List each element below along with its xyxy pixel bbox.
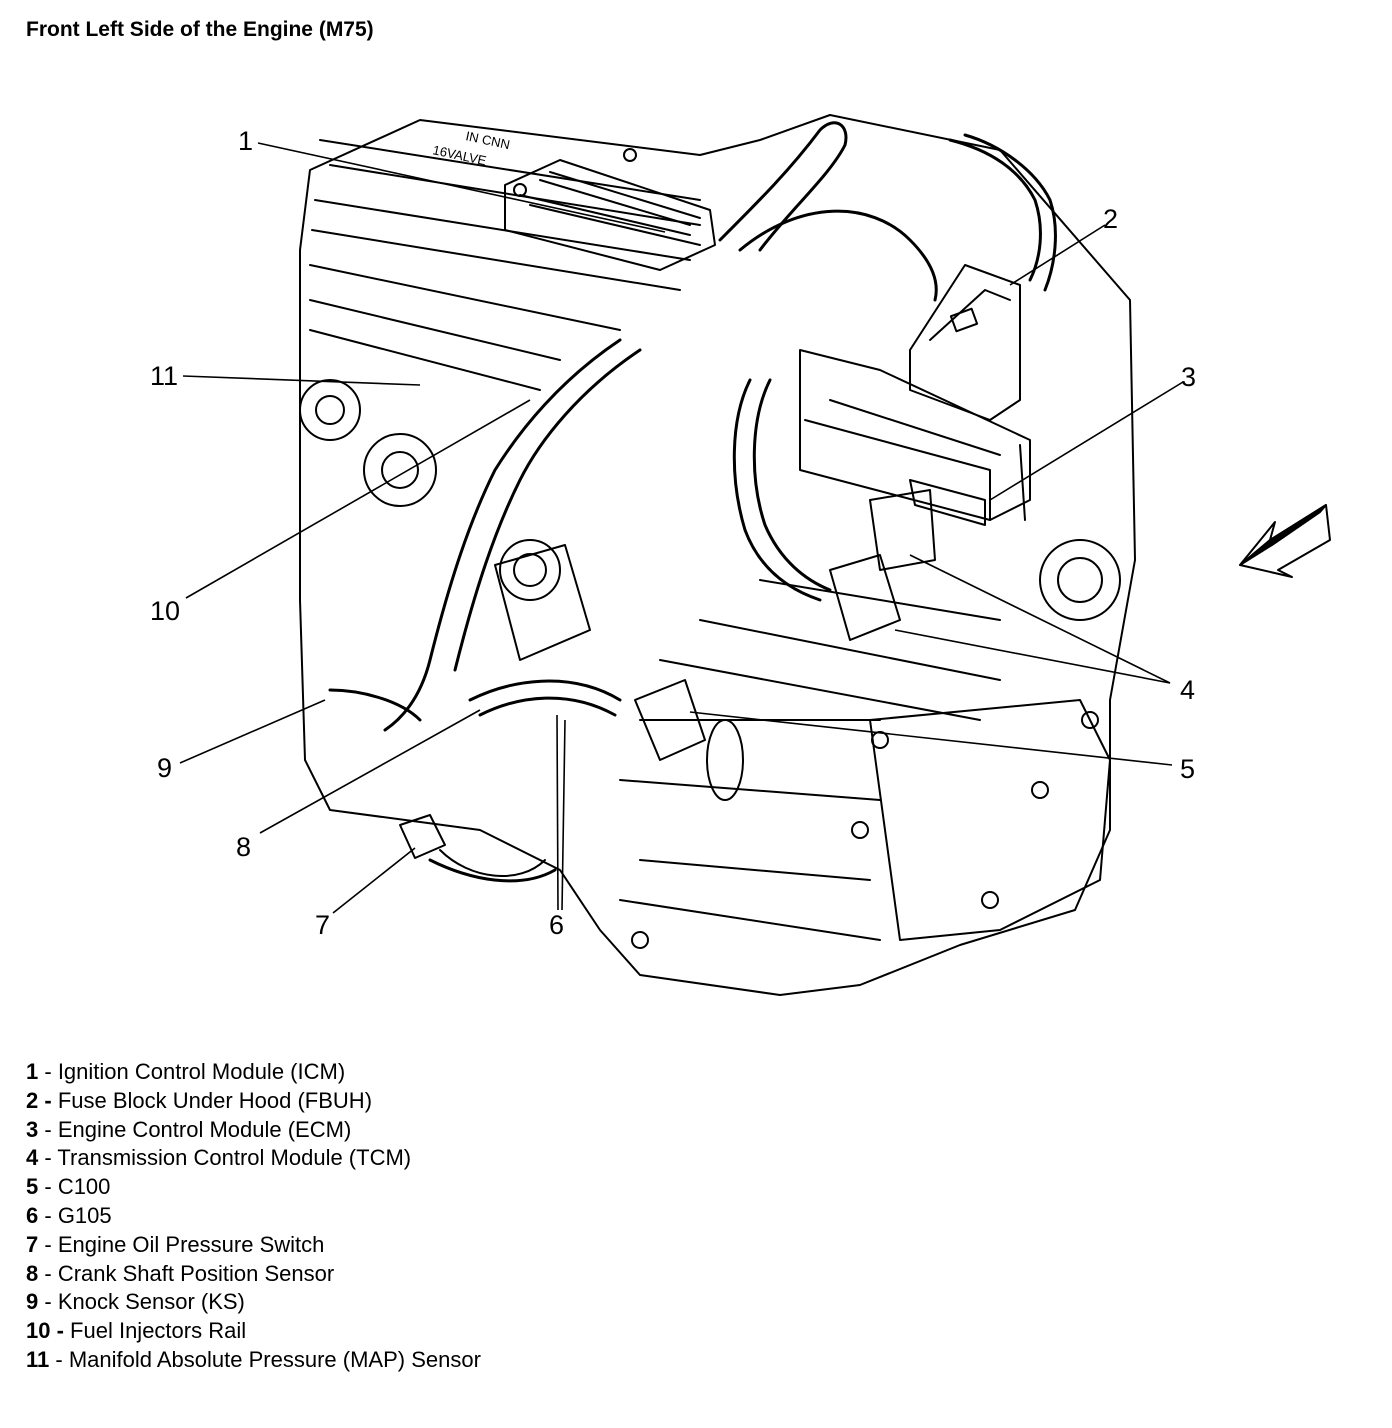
legend-number: 10 - bbox=[26, 1318, 64, 1344]
legend-item: 1 - Ignition Control Module (ICM) bbox=[26, 1058, 481, 1087]
leader-line-9 bbox=[179, 699, 326, 764]
callout-6: 6 bbox=[549, 910, 565, 940]
legend-separator: - bbox=[38, 1231, 58, 1257]
ecm-module-shape bbox=[799, 349, 1031, 521]
leader-line-5 bbox=[689, 711, 1173, 766]
legend-label: Ignition Control Module (ICM) bbox=[57, 1059, 346, 1084]
legend-number: 3 bbox=[26, 1116, 39, 1142]
legend-separator: - bbox=[38, 1059, 58, 1084]
tcm-connector-shape bbox=[829, 554, 901, 641]
engine-illustration: IN CNN 16VALVE bbox=[179, 114, 1331, 996]
leader-line-2 bbox=[1009, 224, 1106, 286]
legend-item: 3 - Engine Control Module (ECM) bbox=[26, 1116, 481, 1145]
legend-separator: - bbox=[49, 1346, 69, 1372]
callout-8: 8 bbox=[236, 832, 252, 862]
legend-label: Engine Control Module (ECM) bbox=[57, 1116, 352, 1142]
legend-number: 6 bbox=[26, 1202, 39, 1228]
legend-separator: - bbox=[38, 1202, 58, 1228]
callout-10: 10 bbox=[150, 596, 181, 626]
legend-label: Crank Shaft Position Sensor bbox=[57, 1260, 335, 1286]
leader-line-4a bbox=[909, 554, 1171, 684]
legend-item: 7 - Engine Oil Pressure Switch bbox=[26, 1231, 481, 1260]
legend-separator: - bbox=[38, 1260, 58, 1286]
legend-item: 9 - Knock Sensor (KS) bbox=[26, 1288, 481, 1317]
callout-3: 3 bbox=[1181, 362, 1197, 392]
leader-line-6a bbox=[556, 714, 559, 911]
wiring-harness bbox=[383, 338, 622, 732]
diagram-title: Front Left Side of the Engine (M75) bbox=[26, 18, 374, 41]
legend-number: 4 bbox=[26, 1145, 39, 1171]
callout-11: 11 bbox=[150, 361, 179, 391]
callout-9: 9 bbox=[157, 753, 173, 783]
legend-number: 7 bbox=[26, 1231, 39, 1257]
legend-item: 4 - Transmission Control Module (TCM) bbox=[26, 1144, 481, 1173]
legend-label: Manifold Absolute Pressure (MAP) Sensor bbox=[68, 1346, 481, 1372]
oil-pressure-switch-shape bbox=[399, 814, 446, 859]
legend-item: 10 - Fuel Injectors Rail bbox=[26, 1317, 481, 1346]
legend-separator: - bbox=[38, 1174, 58, 1200]
legend-label: Fuse Block Under Hood (FBUH) bbox=[57, 1087, 373, 1113]
engine-block-outline bbox=[299, 114, 1136, 996]
c100-connector-shape bbox=[634, 679, 706, 761]
legend-label: Engine Oil Pressure Switch bbox=[57, 1231, 325, 1257]
legend-label: Fuel Injectors Rail bbox=[70, 1318, 247, 1344]
legend-number: 8 bbox=[26, 1260, 39, 1286]
legend-number: 2 - bbox=[26, 1087, 52, 1113]
front-direction-arrow-icon bbox=[1239, 504, 1331, 578]
leader-line-7 bbox=[332, 847, 416, 914]
leader-line-3 bbox=[989, 381, 1184, 501]
leader-line-4b bbox=[894, 629, 1171, 684]
legend-item: 5 - C100 bbox=[26, 1173, 481, 1202]
legend-item: 11 - Manifold Absolute Pressure (MAP) Se… bbox=[26, 1346, 481, 1375]
legend-label: G105 bbox=[57, 1202, 112, 1228]
legend-number: 11 bbox=[26, 1346, 50, 1372]
valve-cover-text-1: IN CNN bbox=[464, 128, 511, 152]
callout-2: 2 bbox=[1103, 204, 1119, 234]
parts-legend: 1 - Ignition Control Module (ICM) 2 - Fu… bbox=[26, 1058, 481, 1375]
fuse-block-shape bbox=[909, 264, 1021, 421]
legend-label: C100 bbox=[57, 1174, 111, 1200]
leader-line-1 bbox=[257, 142, 666, 233]
legend-number: 5 bbox=[26, 1174, 39, 1200]
callout-1: 1 bbox=[238, 126, 254, 156]
legend-label: Transmission Control Module (TCM) bbox=[57, 1145, 412, 1171]
valve-cover-text-2: 16VALVE bbox=[431, 142, 488, 168]
icm-module-shape bbox=[504, 159, 716, 271]
leader-line-11 bbox=[182, 375, 421, 386]
callout-7: 7 bbox=[315, 910, 331, 940]
leader-line-10 bbox=[185, 399, 531, 599]
legend-item: 2 - Fuse Block Under Hood (FBUH) bbox=[26, 1087, 481, 1116]
legend-separator: - bbox=[38, 1289, 58, 1315]
legend-separator: - bbox=[38, 1145, 58, 1171]
legend-separator: - bbox=[38, 1116, 58, 1142]
leader-line-8 bbox=[259, 709, 481, 834]
legend-number: 1 bbox=[26, 1059, 39, 1084]
legend-number: 9 bbox=[26, 1289, 39, 1315]
legend-item: 6 - G105 bbox=[26, 1202, 481, 1231]
callout-5: 5 bbox=[1180, 754, 1196, 784]
legend-item: 8 - Crank Shaft Position Sensor bbox=[26, 1260, 481, 1289]
callout-4: 4 bbox=[1180, 675, 1196, 705]
leader-line-6b bbox=[561, 719, 566, 911]
legend-label: Knock Sensor (KS) bbox=[57, 1289, 245, 1315]
